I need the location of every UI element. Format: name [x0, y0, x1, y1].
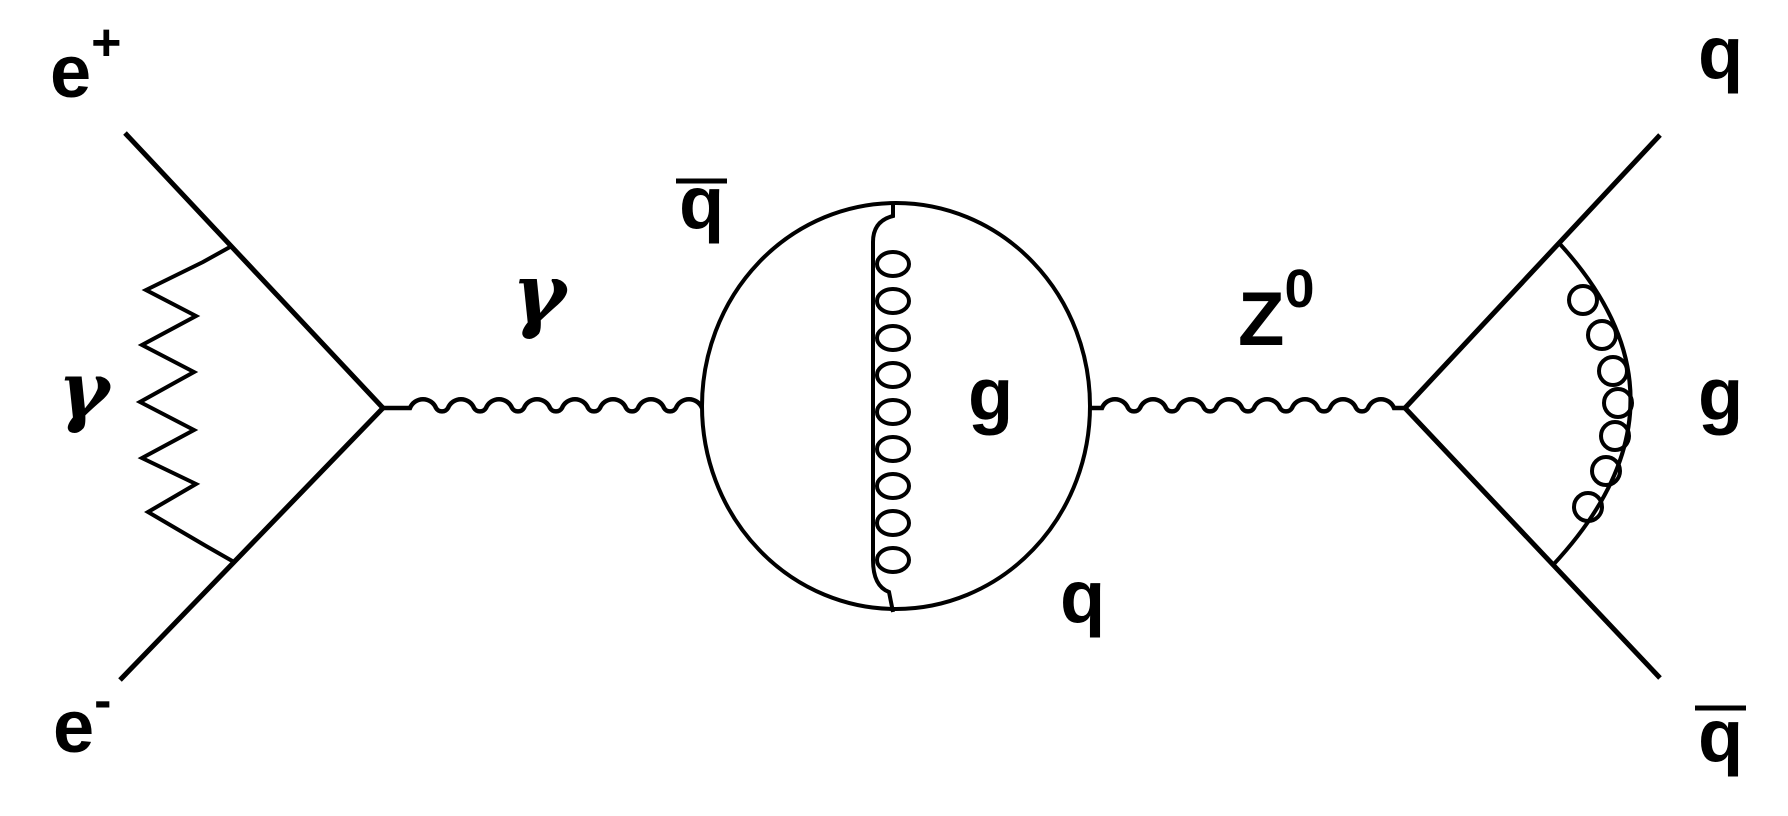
photon-propagator-label: γ: [512, 246, 570, 342]
z-propagator-wave: [1090, 397, 1405, 414]
z-boson-label-sup: 0: [1284, 259, 1314, 319]
antiquark-out-label: q: [1698, 694, 1743, 777]
quark-out-label: q: [1698, 11, 1743, 94]
outgoing-antiquark-line: [1403, 406, 1662, 680]
gluon-coil-loop: [1590, 455, 1622, 487]
radiated-gluon: [1551, 241, 1634, 567]
z-boson-label: Z0: [1238, 259, 1314, 362]
positron-label: e+: [50, 14, 122, 113]
antiquark-loop-label: q: [679, 161, 724, 244]
electron-label-base: e: [53, 685, 94, 768]
outgoing-quark-line: [1403, 133, 1662, 410]
fermion-lines: [118, 131, 1662, 682]
gluon-coil-loop: [1572, 491, 1604, 523]
gluon-coil-loop: [1567, 284, 1599, 316]
gluon-coil-loop: [1602, 387, 1634, 419]
gluon-coil-loop: [875, 398, 911, 426]
gluon-out-label: g: [1698, 353, 1743, 436]
gluon-loop-label: g: [968, 353, 1013, 436]
positron-label-sup: +: [91, 14, 121, 72]
photon-left-label: γ: [58, 345, 113, 436]
gluon-coil-loop: [875, 472, 911, 500]
electron-label: e-: [53, 672, 111, 768]
gluon-coil-loop: [875, 287, 911, 315]
gluon-coil-loop: [1597, 355, 1629, 387]
quark-loop-label: q: [1060, 555, 1105, 638]
gluon-coil-loop: [1586, 319, 1618, 351]
electron-line: [118, 406, 385, 682]
gluon-coil-loop: [875, 509, 911, 537]
gluon-coil-loop: [875, 546, 911, 574]
photon-propagator-wave: [383, 397, 705, 414]
electron-label-sup: -: [94, 672, 111, 730]
gluon-coil-loop: [875, 435, 911, 463]
gluon-coil-loop: [875, 250, 911, 278]
positron-label-base: e: [50, 30, 91, 113]
internal-gluon-spine: [871, 204, 895, 613]
gluon-coil-loop: [875, 361, 911, 389]
gluon-coil-loop: [875, 324, 911, 352]
positron-line: [123, 131, 385, 410]
z-boson-label-base: Z: [1238, 277, 1284, 362]
photon-vertex-correction-zigzag: [135, 245, 235, 564]
gluon-coil-loop: [1599, 420, 1631, 452]
internal-gluon: [871, 204, 911, 613]
